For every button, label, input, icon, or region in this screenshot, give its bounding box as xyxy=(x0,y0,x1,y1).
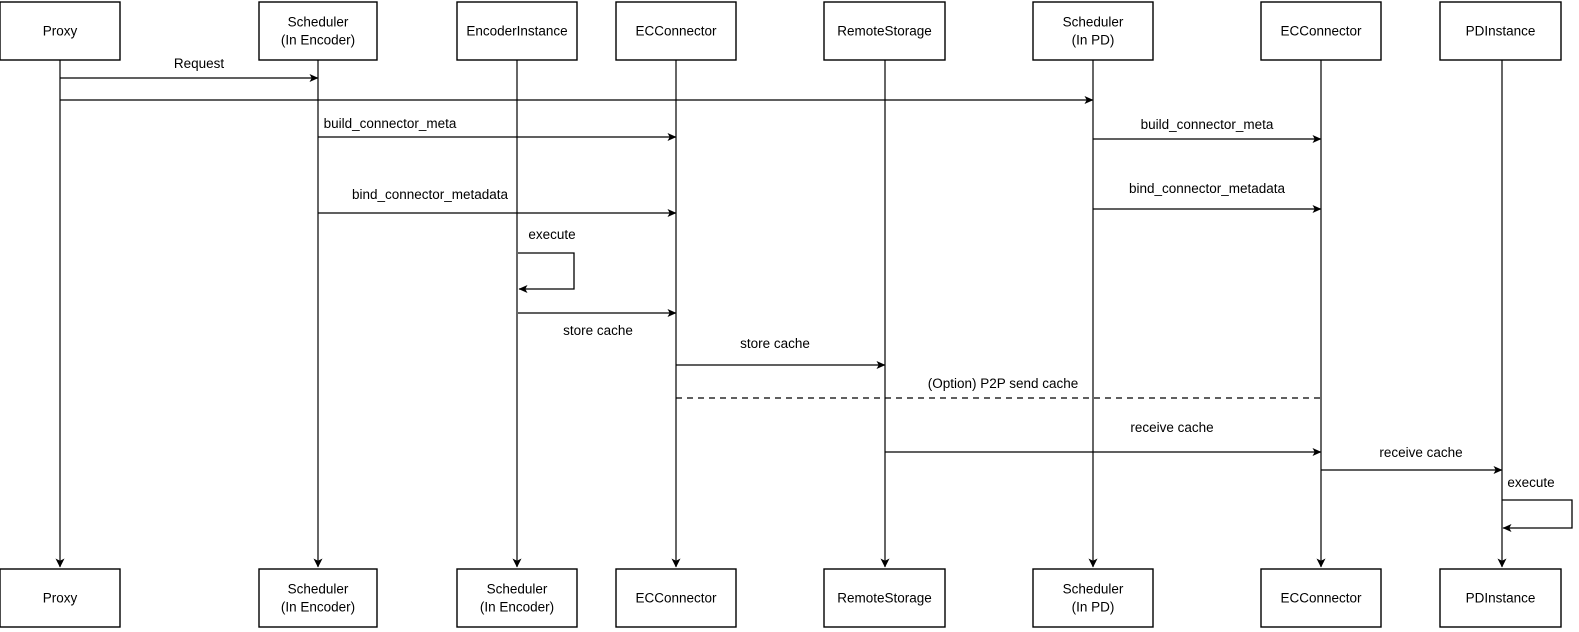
message-label: receive cache xyxy=(1379,445,1462,460)
participant-label-line1: ECConnector xyxy=(1280,591,1362,606)
participant-label-line1: Scheduler xyxy=(288,15,349,30)
participant-box[interactable] xyxy=(1032,568,1154,628)
participant-footer-proxy_b[interactable]: Proxy xyxy=(0,568,121,628)
message-label: bind_connector_metadata xyxy=(352,187,509,202)
message-m4[interactable]: build_connector_meta xyxy=(1093,117,1322,143)
participant-box[interactable] xyxy=(0,568,121,628)
participant-box[interactable] xyxy=(1439,568,1562,628)
participant-footer-enc_inst_b[interactable]: Scheduler (In Encoder) xyxy=(456,568,578,628)
participant-box[interactable] xyxy=(258,1,378,61)
participant-footer-ec_conn_r_b[interactable]: ECConnector xyxy=(1260,568,1382,628)
message-m6[interactable]: bind_connector_metadata xyxy=(1093,181,1322,213)
participant-box[interactable] xyxy=(615,1,737,61)
message-label: (Option) P2P send cache xyxy=(928,376,1079,391)
participant-header-enc_inst[interactable]: EncoderInstance xyxy=(456,1,578,61)
message-m5[interactable]: bind_connector_metadata xyxy=(318,187,677,217)
participant-box[interactable] xyxy=(258,568,378,628)
self-message-loop xyxy=(1502,499,1573,532)
participant-footer-pd_inst_b[interactable]: PDInstance xyxy=(1439,568,1562,628)
self-message-s2[interactable]: execute xyxy=(1502,475,1573,532)
participant-label-line1: Scheduler xyxy=(1063,15,1124,30)
participant-header-ec_conn_r[interactable]: ECConnector xyxy=(1260,1,1382,61)
participant-label-line1: PDInstance xyxy=(1466,24,1536,39)
participant-label-line1: Scheduler xyxy=(1063,582,1124,597)
participant-label-line1: Proxy xyxy=(43,591,78,606)
participant-footer-row: Proxy Scheduler (In Encoder) Scheduler (In E… xyxy=(0,568,1562,628)
participant-footer-sched_enc_b[interactable]: Scheduler (In Encoder) xyxy=(258,568,378,628)
self-message-loop xyxy=(518,252,575,293)
participant-box[interactable] xyxy=(0,1,121,61)
participant-header-remote[interactable]: RemoteStorage xyxy=(823,1,946,61)
participant-label-line2: (In Encoder) xyxy=(281,600,355,615)
participant-box[interactable] xyxy=(1260,1,1382,61)
message-label: receive cache xyxy=(1130,420,1213,435)
message-label: store cache xyxy=(740,336,810,351)
participant-label-line1: Proxy xyxy=(43,24,78,39)
participant-header-row: Proxy Scheduler (In Encoder) EncoderInstanc… xyxy=(0,1,1562,61)
participant-header-proxy[interactable]: Proxy xyxy=(0,1,121,61)
participant-header-ec_conn_l[interactable]: ECConnector xyxy=(615,1,737,61)
participant-header-sched_enc[interactable]: Scheduler (In Encoder) xyxy=(258,1,378,61)
participant-label-line1: ECConnector xyxy=(635,24,717,39)
participant-label-line1: Scheduler xyxy=(288,582,349,597)
self-message-s1[interactable]: execute xyxy=(518,227,576,293)
participant-footer-sched_pd_b[interactable]: Scheduler (In PD) xyxy=(1032,568,1154,628)
self-message-label: execute xyxy=(1507,475,1554,490)
participant-label-line1: EncoderInstance xyxy=(466,24,567,39)
participant-header-pd_inst[interactable]: PDInstance xyxy=(1439,1,1562,61)
message-label: Request xyxy=(174,56,225,71)
participant-box[interactable] xyxy=(456,1,578,61)
participant-label-line1: RemoteStorage xyxy=(837,591,932,606)
participant-label-line1: Scheduler xyxy=(487,582,548,597)
participant-label-line2: (In PD) xyxy=(1072,33,1115,48)
participant-label-line1: PDInstance xyxy=(1466,591,1536,606)
message-label: store cache xyxy=(563,323,633,338)
message-m9[interactable]: (Option) P2P send cache xyxy=(676,376,1321,399)
message-label: bind_connector_metadata xyxy=(1129,181,1286,196)
participant-box[interactable] xyxy=(823,1,946,61)
participant-box[interactable] xyxy=(1439,1,1562,61)
message-m3[interactable]: build_connector_meta xyxy=(318,116,677,141)
message-label: build_connector_meta xyxy=(324,116,457,131)
participant-label-line2: (In Encoder) xyxy=(480,600,554,615)
message-m11[interactable]: receive cache xyxy=(1321,445,1503,474)
lifelines-layer xyxy=(55,60,1507,568)
messages-layer: Request build_connector_meta build_connect… xyxy=(60,56,1573,532)
message-m10[interactable]: receive cache xyxy=(885,420,1322,456)
participant-label-line1: RemoteStorage xyxy=(837,24,932,39)
participant-label-line2: (In PD) xyxy=(1072,600,1115,615)
message-m1[interactable]: Request xyxy=(60,56,319,82)
participant-footer-ec_conn_l_b[interactable]: ECConnector xyxy=(615,568,737,628)
participant-box[interactable] xyxy=(456,568,578,628)
participant-box[interactable] xyxy=(1032,1,1154,61)
participant-footer-remote_b[interactable]: RemoteStorage xyxy=(823,568,946,628)
message-m8[interactable]: store cache xyxy=(676,336,886,369)
message-m7[interactable]: store cache xyxy=(518,309,677,338)
participant-label-line2: (In Encoder) xyxy=(281,33,355,48)
participant-box[interactable] xyxy=(823,568,946,628)
participant-header-sched_pd[interactable]: Scheduler (In PD) xyxy=(1032,1,1154,61)
participant-box[interactable] xyxy=(615,568,737,628)
participant-label-line1: ECConnector xyxy=(1280,24,1362,39)
message-label: build_connector_meta xyxy=(1141,117,1274,132)
participant-box[interactable] xyxy=(1260,568,1382,628)
self-message-label: execute xyxy=(528,227,575,242)
participant-label-line1: ECConnector xyxy=(635,591,717,606)
